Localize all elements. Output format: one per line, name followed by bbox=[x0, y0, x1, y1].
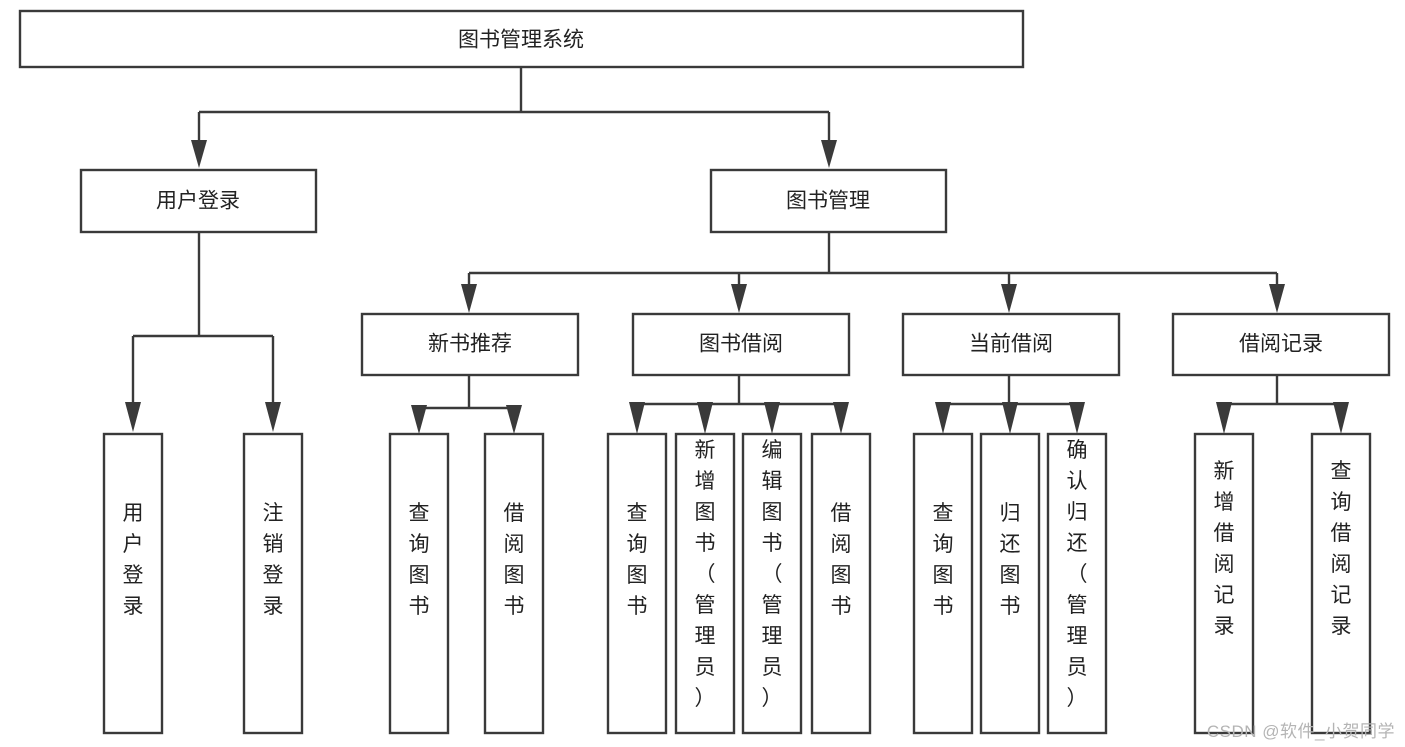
arrow-current-l3 bbox=[1069, 402, 1085, 434]
leaf-book-borrow-3-label: 编辑图书（管理员） bbox=[762, 439, 783, 710]
node-book-borrow-box[interactable] bbox=[631, 312, 851, 377]
connector-group-record bbox=[1216, 376, 1349, 434]
arrow-newbook-l1 bbox=[411, 405, 427, 434]
leaf-user-login-2-box[interactable] bbox=[242, 432, 304, 735]
leaf-borrow-record-1-label: 新增借阅记录 bbox=[1214, 460, 1235, 638]
leaf-current-borrow-1[interactable]: 查询图书 bbox=[912, 432, 974, 735]
leaf-current-borrow-3-box[interactable] bbox=[1046, 432, 1108, 735]
connector-group-bookmgmt bbox=[461, 233, 1285, 313]
leaf-book-borrow-2-label: 新增图书（管理员） bbox=[695, 439, 716, 710]
leaf-new-book-2-box[interactable] bbox=[483, 432, 545, 735]
arrow-userlogin-leaf2 bbox=[265, 402, 281, 432]
connector-group-root bbox=[191, 67, 837, 168]
arrow-borrow-l1 bbox=[629, 402, 645, 434]
node-borrow-record[interactable]: 借阅记录 bbox=[1171, 312, 1391, 377]
leaf-book-borrow-4-label: 借阅图书 bbox=[831, 502, 852, 618]
leaf-book-borrow-1-box[interactable] bbox=[606, 432, 668, 735]
node-book-management[interactable]: 图书管理 bbox=[709, 168, 948, 234]
node-root-label: 图书管理系统 bbox=[458, 29, 584, 52]
connector-group-newbook bbox=[411, 376, 522, 434]
node-book-borrow-label: 图书借阅 bbox=[699, 333, 783, 356]
leaf-book-borrow-2[interactable]: 新增图书（管理员） bbox=[674, 432, 736, 735]
watermark-text: CSDN @软件_小贺同学 bbox=[1206, 722, 1395, 741]
leaf-book-borrow-4-box[interactable] bbox=[810, 432, 872, 735]
leaf-book-borrow-1-label: 查询图书 bbox=[627, 502, 648, 618]
leaf-user-login-1-label: 用户登录 bbox=[123, 502, 144, 618]
node-book-management-box[interactable] bbox=[709, 168, 948, 234]
arrow-current-l1 bbox=[935, 402, 951, 434]
arrow-bookmgmt-c1 bbox=[461, 284, 477, 313]
leaf-book-borrow-3-box[interactable] bbox=[741, 432, 803, 735]
leaf-new-book-1-box[interactable] bbox=[388, 432, 450, 735]
leaf-current-borrow-3-label: 确认归还（管理员） bbox=[1067, 439, 1088, 710]
leaf-borrow-record-1[interactable]: 新增借阅记录 bbox=[1193, 432, 1255, 735]
arrow-root-to-bookmgmt bbox=[821, 140, 837, 168]
connector-group-current bbox=[935, 376, 1085, 434]
arrow-bookmgmt-c3 bbox=[1001, 284, 1017, 313]
node-new-book-recommend-box[interactable] bbox=[360, 312, 580, 377]
leaf-borrow-record-2[interactable]: 查询借阅记录 bbox=[1310, 432, 1372, 735]
arrow-newbook-l2 bbox=[506, 405, 522, 434]
leaf-current-borrow-3[interactable]: 确认归还（管理员） bbox=[1046, 432, 1108, 735]
leaf-user-login-2[interactable]: 注销登录 bbox=[242, 432, 304, 735]
leaf-current-borrow-2[interactable]: 归还图书 bbox=[979, 432, 1041, 735]
arrow-userlogin-leaf1 bbox=[125, 402, 141, 432]
node-book-management-label: 图书管理 bbox=[786, 190, 870, 213]
leaf-borrow-record-1-box[interactable] bbox=[1193, 432, 1255, 735]
arrow-borrow-l3 bbox=[764, 402, 780, 434]
node-user-login[interactable]: 用户登录 bbox=[79, 168, 318, 234]
node-user-login-label: 用户登录 bbox=[156, 190, 240, 213]
connector-group-borrow bbox=[629, 376, 849, 434]
leaf-current-borrow-1-box[interactable] bbox=[912, 432, 974, 735]
arrow-record-l2 bbox=[1333, 402, 1349, 434]
leaf-user-login-1-box[interactable] bbox=[102, 432, 164, 735]
leaf-new-book-1[interactable]: 查询图书 bbox=[388, 432, 450, 735]
leaf-book-borrow-2-box[interactable] bbox=[674, 432, 736, 735]
leaf-user-login-1[interactable]: 用户登录 bbox=[102, 432, 164, 735]
arrow-borrow-l4 bbox=[833, 402, 849, 434]
node-new-book-recommend[interactable]: 新书推荐 bbox=[360, 312, 580, 377]
node-new-book-recommend-label: 新书推荐 bbox=[428, 333, 512, 356]
arrow-record-l1 bbox=[1216, 402, 1232, 434]
leaf-new-book-2[interactable]: 借阅图书 bbox=[483, 432, 545, 735]
node-book-borrow[interactable]: 图书借阅 bbox=[631, 312, 851, 377]
node-root-box[interactable] bbox=[18, 9, 1025, 69]
leaf-new-book-2-label: 借阅图书 bbox=[504, 502, 525, 618]
arrow-current-l2 bbox=[1002, 402, 1018, 434]
leaf-book-borrow-3[interactable]: 编辑图书（管理员） bbox=[741, 432, 803, 735]
node-current-borrow-box[interactable] bbox=[901, 312, 1121, 377]
connector-group-userlogin bbox=[125, 233, 281, 432]
leaf-new-book-1-label: 查询图书 bbox=[409, 502, 430, 618]
node-current-borrow[interactable]: 当前借阅 bbox=[901, 312, 1121, 377]
leaf-current-borrow-2-label: 归还图书 bbox=[1000, 502, 1021, 618]
leaf-current-borrow-2-box[interactable] bbox=[979, 432, 1041, 735]
leaf-book-borrow-4[interactable]: 借阅图书 bbox=[810, 432, 872, 735]
node-current-borrow-label: 当前借阅 bbox=[969, 333, 1053, 356]
node-user-login-box[interactable] bbox=[79, 168, 318, 234]
arrow-bookmgmt-c2 bbox=[731, 284, 747, 313]
leaf-borrow-record-2-label: 查询借阅记录 bbox=[1331, 460, 1352, 638]
leaf-book-borrow-1[interactable]: 查询图书 bbox=[606, 432, 668, 735]
node-root[interactable]: 图书管理系统 bbox=[18, 9, 1025, 69]
arrow-root-to-userlogin bbox=[191, 140, 207, 168]
arrow-borrow-l2 bbox=[697, 402, 713, 434]
node-borrow-record-label: 借阅记录 bbox=[1239, 333, 1323, 356]
node-borrow-record-box[interactable] bbox=[1171, 312, 1391, 377]
leaf-current-borrow-1-label: 查询图书 bbox=[933, 502, 954, 618]
leaf-user-login-2-label: 注销登录 bbox=[263, 502, 284, 618]
leaf-borrow-record-2-box[interactable] bbox=[1310, 432, 1372, 735]
arrow-bookmgmt-c4 bbox=[1269, 284, 1285, 313]
